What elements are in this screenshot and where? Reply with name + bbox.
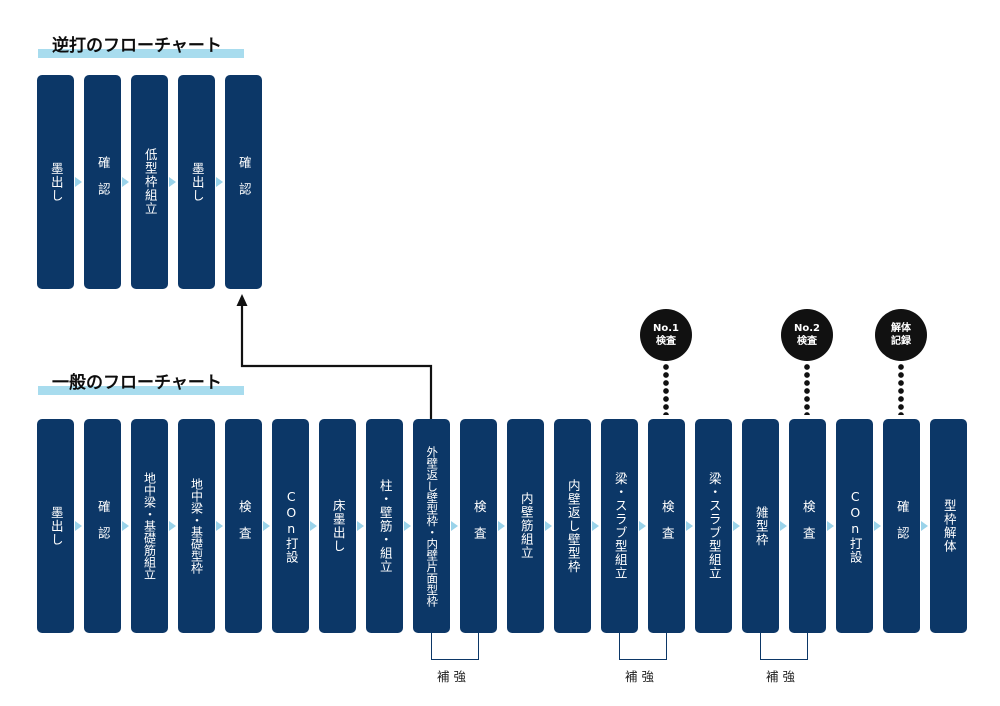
reverse-step-2[interactable]: 確認 — [84, 75, 121, 289]
step-label: 確認 — [95, 155, 111, 209]
reinforce-bracket — [760, 633, 808, 660]
general-step-10[interactable]: 検査 — [460, 419, 497, 633]
dotted-leader — [663, 363, 669, 415]
step-label: 検査 — [471, 499, 487, 553]
flow-arrow — [733, 521, 740, 531]
flow-arrow — [498, 521, 505, 531]
flow-arrow — [122, 177, 129, 187]
step-label: COn打設 — [847, 488, 863, 564]
general-step-14[interactable]: 検査 — [648, 419, 685, 633]
flow-arrow — [404, 521, 411, 531]
general-step-5[interactable]: 検査 — [225, 419, 262, 633]
general-step-8[interactable]: 柱・壁筋・組立 — [366, 419, 403, 633]
reinforce-label: 補強 — [437, 669, 471, 684]
flow-arrow — [169, 177, 176, 187]
flow-arrow — [122, 521, 129, 531]
reverse-step-1[interactable]: 墨出し — [37, 75, 74, 289]
general-step-6[interactable]: COn打設 — [272, 419, 309, 633]
reverse-step-5[interactable]: 確認 — [225, 75, 262, 289]
flow-arrow — [357, 521, 364, 531]
dotted-leader — [804, 363, 810, 415]
badge-line1: No.2 — [794, 323, 820, 334]
general-step-11[interactable]: 内壁筋組立 — [507, 419, 544, 633]
flow-arrow — [874, 521, 881, 531]
step-label: 雑型枠 — [753, 505, 769, 547]
step-label: 内壁筋組立 — [518, 492, 534, 560]
general-step-15[interactable]: 梁・スラブ型組立 — [695, 419, 732, 633]
flow-arrow — [216, 521, 223, 531]
general-step-20[interactable]: 型枠解体 — [930, 419, 967, 633]
flow-arrow — [639, 521, 646, 531]
general-step-1[interactable]: 墨出し — [37, 419, 74, 633]
flow-arrow — [263, 521, 270, 531]
step-label: 墨出し — [48, 505, 64, 547]
step-label: 型枠解体 — [941, 499, 957, 553]
step-label: 検査 — [800, 499, 816, 553]
flow-arrow — [216, 177, 223, 187]
general-step-7[interactable]: 床墨出し — [319, 419, 356, 633]
reverse-step-4[interactable]: 墨出し — [178, 75, 215, 289]
reinforce-label: 補強 — [766, 669, 800, 684]
dotted-leader — [898, 363, 904, 415]
step-label: 墨出し — [189, 161, 205, 203]
flow-arrow — [592, 521, 599, 531]
step-label: 梁・スラブ型組立 — [706, 472, 722, 580]
general-step-9[interactable]: 外壁返し壁型枠・内壁片面型枠 — [413, 419, 450, 633]
reverse-step-3[interactable]: 低型枠組立 — [131, 75, 168, 289]
general-step-18[interactable]: COn打設 — [836, 419, 873, 633]
step-label: 検査 — [236, 499, 252, 553]
general-step-13[interactable]: 梁・スラブ型組立 — [601, 419, 638, 633]
flow-arrow — [451, 521, 458, 531]
flow-arrow — [75, 521, 82, 531]
step-label: 内壁返し壁型枠 — [565, 478, 581, 574]
reverse-flow-title: 逆打のフローチャート — [38, 36, 244, 62]
step-label: 確認 — [236, 155, 252, 209]
flow-arrow — [686, 521, 693, 531]
general-step-17[interactable]: 検査 — [789, 419, 826, 633]
reinforce-label: 補強 — [625, 669, 659, 684]
step-label: 確認 — [894, 499, 910, 553]
badge-line1: 解体 — [891, 323, 911, 334]
flow-arrow — [75, 177, 82, 187]
step-label: 梁・スラブ型組立 — [612, 472, 628, 580]
step-label: 地中梁・基礎筋組立 — [142, 472, 157, 580]
dismantle-record-badge: 解体 記録 — [875, 309, 927, 361]
step-label: 外壁返し壁型枠・内壁片面型枠 — [425, 445, 440, 607]
badge-line1: No.1 — [653, 323, 679, 334]
general-step-12[interactable]: 内壁返し壁型枠 — [554, 419, 591, 633]
flow-arrow — [780, 521, 787, 531]
general-step-4[interactable]: 地中梁・基礎型枠 — [178, 419, 215, 633]
badge-line2: 記録 — [891, 336, 911, 347]
step-label: 床墨出し — [330, 499, 346, 553]
general-step-2[interactable]: 確認 — [84, 419, 121, 633]
flow-arrow — [310, 521, 317, 531]
step-label: 地中梁・基礎型枠 — [189, 478, 204, 574]
badge-line2: 検査 — [797, 336, 817, 347]
step-label: 確認 — [95, 499, 111, 553]
general-step-19[interactable]: 確認 — [883, 419, 920, 633]
step-label: 低型枠組立 — [142, 148, 158, 216]
flow-arrow — [545, 521, 552, 531]
inspection-badge-no2: No.2 検査 — [781, 309, 833, 361]
flow-arrow — [921, 521, 928, 531]
step-label: COn打設 — [283, 488, 299, 564]
flow-arrow — [827, 521, 834, 531]
general-step-3[interactable]: 地中梁・基礎筋組立 — [131, 419, 168, 633]
reinforce-bracket — [619, 633, 667, 660]
inspection-badge-no1: No.1 検査 — [640, 309, 692, 361]
flow-arrow — [169, 521, 176, 531]
step-label: 墨出し — [48, 161, 64, 203]
general-flow-title: 一般のフローチャート — [38, 373, 244, 399]
reinforce-bracket — [431, 633, 479, 660]
step-label: 柱・壁筋・組立 — [377, 478, 393, 574]
general-step-16[interactable]: 雑型枠 — [742, 419, 779, 633]
badge-line2: 検査 — [656, 336, 676, 347]
step-label: 検査 — [659, 499, 675, 553]
